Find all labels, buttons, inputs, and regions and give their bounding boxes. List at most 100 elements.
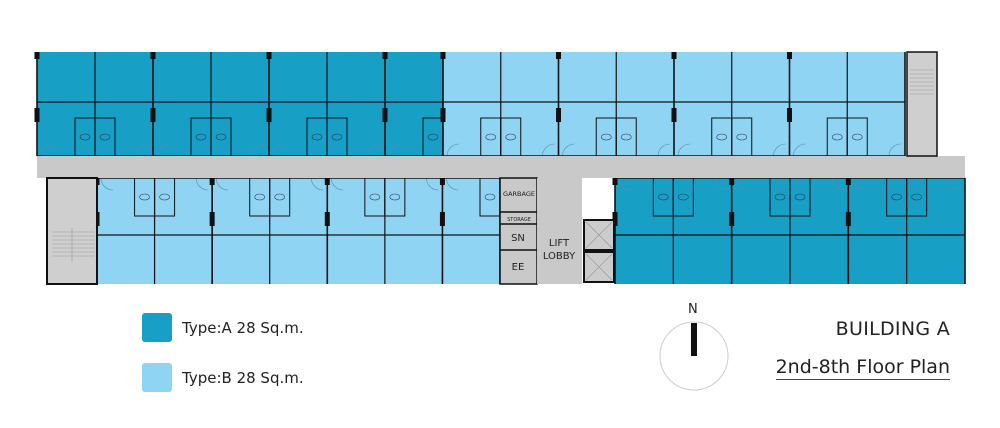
toilet-icon: [369, 193, 381, 201]
unit-type-b: [616, 52, 674, 156]
building-title: BUILDING A: [835, 318, 950, 340]
room-garbage: GARBAGE: [503, 190, 535, 198]
toilet-icon: [389, 193, 401, 201]
column: [209, 178, 215, 185]
unit-type-b: [500, 52, 559, 156]
units-layer: [34, 52, 966, 284]
door-icon: [446, 143, 460, 157]
door-icon: [773, 143, 786, 157]
door-icon: [852, 177, 865, 191]
toilet-icon: [911, 193, 922, 201]
column: [439, 178, 445, 185]
door-icon: [426, 177, 439, 191]
door-icon: [446, 177, 459, 191]
door-icon: [215, 177, 229, 191]
column: [324, 212, 330, 226]
column: [845, 178, 851, 185]
room-lift-lobby-2: LOBBY: [543, 251, 576, 262]
unit-type-a: [95, 52, 153, 156]
column: [382, 52, 388, 59]
column: [440, 52, 446, 59]
door-icon: [100, 177, 114, 191]
unit-type-b: [212, 178, 270, 284]
toilet-icon: [620, 133, 632, 141]
door-icon: [793, 143, 806, 157]
compass-north-label: N: [688, 302, 698, 317]
toilet-icon: [774, 193, 786, 201]
legend-swatch-type-b: [142, 363, 172, 392]
unit-type-b: [443, 52, 501, 156]
unit-type-b: [384, 178, 443, 284]
toilet-icon: [716, 133, 728, 141]
column: [729, 212, 735, 226]
column: [729, 178, 735, 185]
unit-type-a: [153, 52, 211, 156]
unit-type-b: [442, 178, 500, 284]
toilet-icon: [427, 133, 439, 141]
corridor: [37, 156, 965, 178]
toilet-icon: [485, 133, 497, 141]
column: [324, 178, 330, 185]
toilet-icon: [851, 133, 863, 141]
service-core: [499, 177, 538, 285]
unit-type-b: [154, 178, 213, 284]
room-sn: SN: [511, 233, 525, 244]
door-icon: [542, 143, 555, 157]
unit-type-a: [615, 178, 674, 284]
unit-type-a: [731, 178, 790, 284]
toilet-icon: [678, 193, 689, 201]
unit-type-b: [327, 178, 385, 284]
door-icon: [388, 143, 402, 157]
column: [439, 212, 445, 226]
door-icon: [310, 177, 324, 191]
toilet-icon: [736, 133, 748, 141]
unit-type-b: [97, 178, 155, 284]
unit-type-a: [269, 52, 327, 156]
legend-type-a: Type:A 28 Sq.m.: [142, 313, 304, 342]
unit-type-a: [385, 52, 443, 156]
stair-east-steps: [910, 69, 934, 95]
legend-label: Type:B 28 Sq.m.: [182, 368, 304, 387]
stair-east: [906, 51, 938, 157]
column: [671, 108, 677, 122]
door-icon: [272, 143, 286, 157]
toilet-icon: [274, 193, 286, 201]
toilet-icon: [658, 193, 669, 201]
lift-lobby: [537, 178, 582, 284]
toilet-icon: [79, 133, 91, 141]
door-icon: [330, 177, 344, 191]
unit-type-b: [674, 52, 732, 156]
column: [382, 108, 388, 122]
compass-needle: [691, 323, 697, 356]
room-ee: EE: [512, 262, 525, 273]
column: [612, 178, 618, 185]
toilet-icon: [215, 133, 227, 141]
toilet-icon: [831, 133, 843, 141]
toilet-icon: [600, 133, 612, 141]
unit-type-a: [790, 178, 849, 284]
toilet-icon: [505, 133, 517, 141]
legend-swatch-type-a: [142, 313, 172, 342]
unit-type-a: [673, 178, 732, 284]
door-icon: [252, 143, 266, 157]
door-icon: [368, 143, 382, 157]
stair-west-steps: [52, 228, 95, 262]
column: [440, 108, 446, 122]
door-icon: [677, 143, 691, 157]
door-icon: [657, 143, 671, 157]
column: [34, 52, 40, 59]
toilet-icon: [891, 193, 902, 201]
door-icon: [40, 143, 54, 157]
unit-type-b: [731, 52, 790, 156]
door-icon: [156, 143, 170, 157]
column: [266, 108, 272, 122]
unit-type-a: [37, 52, 95, 156]
door-icon: [888, 143, 902, 157]
unit-type-a: [211, 52, 269, 156]
column: [266, 52, 272, 59]
toilet-icon: [139, 193, 150, 201]
legend-type-b: Type:B 28 Sq.m.: [142, 363, 304, 392]
unit-type-b: [269, 178, 328, 284]
unit-type-b: [558, 52, 617, 156]
